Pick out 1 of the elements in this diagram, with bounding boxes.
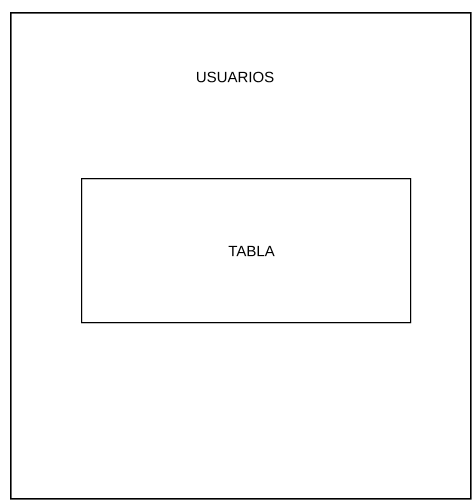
inner-box: TABLA xyxy=(81,178,412,324)
